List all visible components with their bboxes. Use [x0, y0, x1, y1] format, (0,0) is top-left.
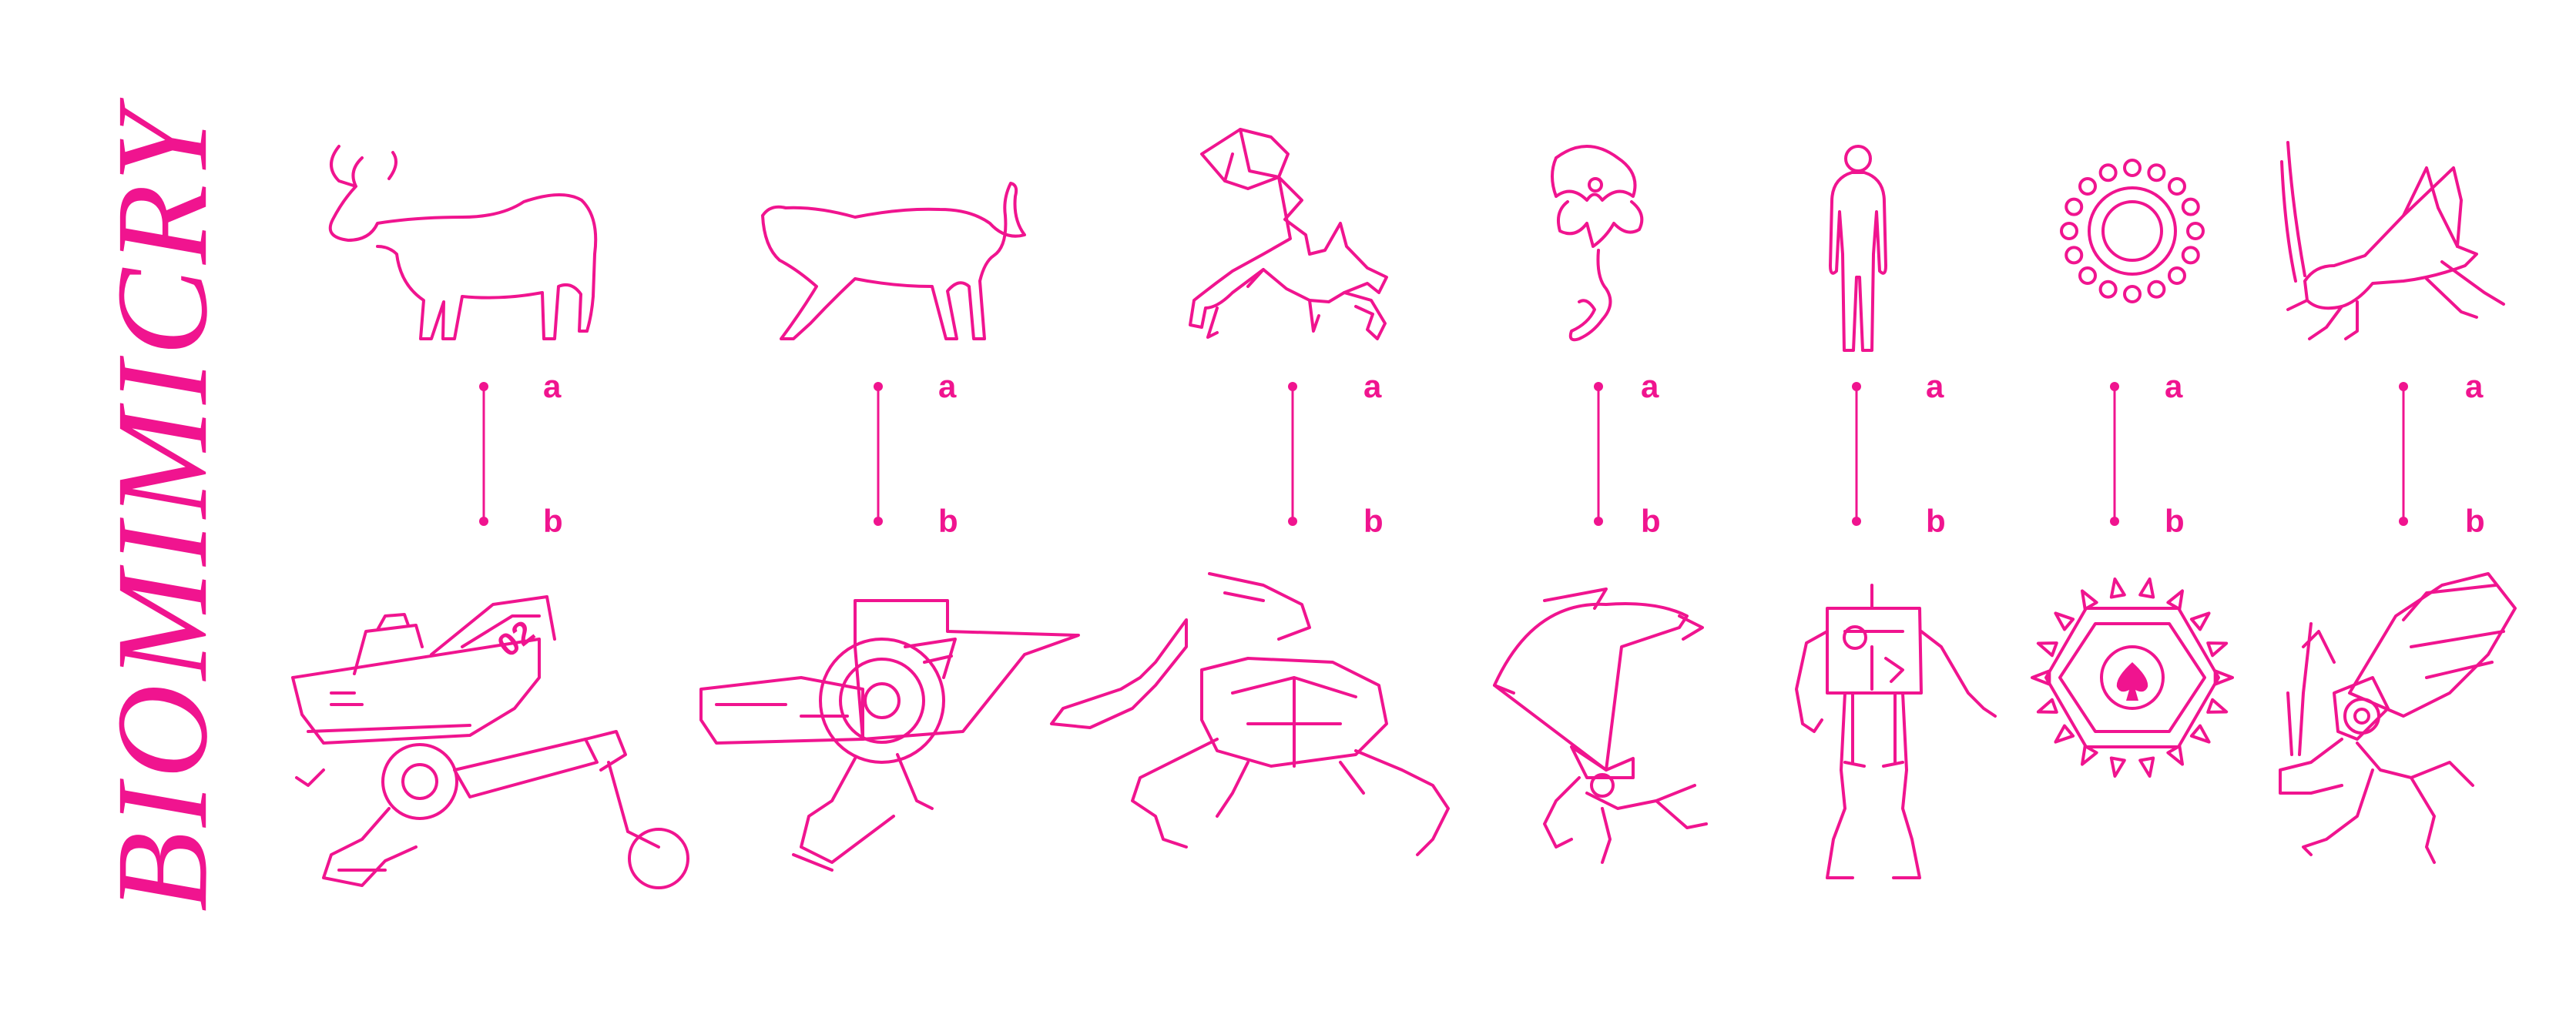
cat-mech-icon [699, 599, 1080, 872]
label-a: a [1641, 368, 1659, 404]
virus-dot [2186, 222, 2205, 240]
label-b: b [1641, 503, 1661, 539]
connector-dot-bottom [1852, 517, 1861, 526]
grasshopper-icon [2280, 141, 2505, 340]
connector-7: ab [2399, 368, 2485, 539]
connector-5: ab [1852, 368, 1946, 539]
virus-dot [2060, 222, 2078, 240]
bull-mech-marking: 02 [491, 613, 542, 664]
label-b: b [543, 503, 563, 539]
connector-dot-bottom [1594, 517, 1603, 526]
emblem-spike [2031, 669, 2051, 686]
label-b: b [938, 503, 958, 539]
virus-dot [2167, 177, 2186, 196]
emblem-spike [2081, 589, 2098, 611]
connector-1: ab [479, 368, 563, 539]
connector-dot-top [2110, 382, 2119, 391]
virus-dot [2078, 266, 2098, 285]
connector-dot-top [479, 382, 488, 391]
virus-dot [2078, 177, 2098, 196]
humanoid-robot-icon [1795, 584, 1997, 879]
connector-3: ab [1288, 368, 1384, 539]
virus-dot [2181, 246, 2200, 265]
emblem-spike [2081, 744, 2098, 766]
emblem-spike [2138, 577, 2155, 599]
connector-dot-top [1852, 382, 1861, 391]
emblem-spike [2109, 577, 2126, 599]
human-icon [1829, 145, 1887, 352]
connector-4: ab [1594, 368, 1661, 539]
label-a: a [938, 368, 957, 404]
grasshopper-mech-icon [2279, 572, 2517, 864]
virus-dot [2064, 246, 2084, 265]
virus-dot [2167, 266, 2186, 285]
virus-dot [2181, 197, 2200, 216]
virus-dot [2123, 285, 2142, 303]
label-a: a [1926, 368, 1944, 404]
flying-drone-icon [1493, 588, 1708, 864]
emblem-spike [2206, 698, 2229, 714]
connector-dot-bottom [2110, 517, 2119, 526]
virus-dot [2147, 280, 2166, 299]
connector-6: ab [2110, 368, 2185, 539]
virus-dot [2147, 163, 2166, 182]
emblem-spike [2189, 724, 2211, 744]
hexagon-spade-emblem-icon [2031, 577, 2234, 778]
label-b: b [1926, 503, 1946, 539]
connector-dot-top [874, 382, 883, 391]
virus-dot [2064, 197, 2084, 216]
connector-dot-bottom [874, 517, 883, 526]
label-a: a [1363, 368, 1382, 404]
virus-icon [2060, 159, 2205, 303]
emblem-spike [2166, 589, 2184, 611]
label-b: b [1363, 503, 1384, 539]
label-a: a [543, 368, 562, 404]
emblem-spike [2054, 724, 2075, 744]
connector-dot-top [1288, 382, 1297, 391]
label-a: a [2465, 368, 2484, 404]
emblem-spike [2206, 641, 2229, 658]
emblem-spike [2138, 756, 2155, 778]
emblem-spike [2109, 756, 2126, 778]
label-b: b [2165, 503, 2185, 539]
emblem-spike [2036, 698, 2058, 714]
emblem-spike [2166, 744, 2184, 766]
virus-dot [2123, 159, 2142, 177]
connector-dot-bottom [2399, 517, 2408, 526]
virus-dot [2098, 280, 2118, 299]
label-a: a [2165, 368, 2183, 404]
connector-dot-top [2399, 382, 2408, 391]
label-b: b [2465, 503, 2485, 539]
connector-2: ab [874, 368, 958, 539]
connector-dot-bottom [1288, 517, 1297, 526]
emblem-spike [2189, 611, 2211, 631]
bull-mech-icon: 02 [291, 595, 689, 889]
emblem-spike [2036, 641, 2058, 658]
scorpion-icon [1189, 128, 1388, 340]
bull-icon [328, 145, 598, 340]
cat-icon [761, 182, 1026, 340]
emblem-spike [2054, 611, 2075, 631]
emblem-spike [2213, 669, 2234, 686]
jellyfish-icon [1551, 145, 1644, 342]
connector-dot-bottom [479, 517, 488, 526]
connector-dot-top [1594, 382, 1603, 391]
virus-dot [2098, 163, 2118, 182]
scorpion-mech-icon [1050, 572, 1450, 856]
